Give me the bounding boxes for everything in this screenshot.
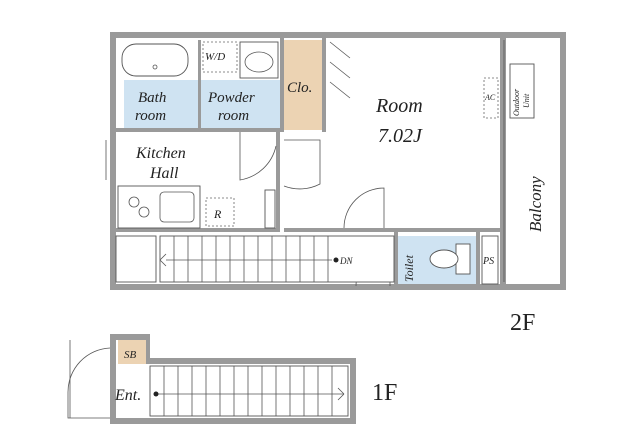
washer-dryer-space (202, 41, 238, 73)
outdoor-unit-label-1: Outdoor (512, 88, 521, 116)
right-wall (560, 32, 566, 290)
storage-box (115, 235, 157, 283)
bath-room-label-2: room (135, 108, 166, 124)
stair-wall (116, 228, 280, 232)
stairs-2f-treads (173, 236, 329, 282)
second-floor-label: 2F (510, 310, 535, 336)
toilet-left-wall (394, 232, 398, 286)
entrance-left-wall (110, 334, 116, 424)
stairs-1f (149, 365, 349, 417)
powder-room-label-1: Powder (207, 90, 255, 106)
hall-pillar (264, 189, 276, 229)
shoe-box-area (118, 340, 146, 364)
closet-right-wall (322, 38, 326, 132)
stairs-1f-arrow (337, 387, 345, 401)
kitchen-sink (159, 191, 195, 223)
wet-area-wall (116, 128, 280, 132)
bath-room-area (124, 80, 200, 128)
room-door (283, 139, 321, 190)
first-floor-label: 1F (372, 380, 397, 406)
outdoor-unit-label-2: Unit (522, 93, 531, 108)
bottom-1f-wall (110, 418, 356, 424)
ac-unit (483, 77, 499, 119)
toilet-label: Toilet (402, 254, 416, 282)
top-wall (110, 32, 566, 38)
entrance-door (67, 347, 111, 419)
left-wall (110, 32, 116, 290)
powder-room-label-2: room (218, 108, 249, 124)
down-label: DN (339, 256, 353, 266)
toilet-right-wall (476, 232, 480, 286)
shoe-box-label: SB (124, 349, 137, 361)
room-size-label: 7.02J (378, 125, 423, 147)
powder-room-area (200, 80, 280, 128)
first-floor: SB Ent. 1F (67, 334, 397, 424)
kitchen-label: Kitchen (135, 145, 186, 162)
bath-powder-wall (198, 40, 201, 128)
stairs-top-wall (146, 358, 356, 364)
room-bottom-wall (284, 228, 500, 232)
closet-area (284, 40, 322, 130)
stairs-1f-treads (163, 366, 333, 416)
wd-label: W/D (205, 51, 225, 63)
toilet-bowl (429, 249, 459, 269)
room-window-marks (329, 41, 351, 99)
bathtub (121, 43, 189, 77)
stove-burner-1 (128, 196, 140, 208)
closet-left-wall (280, 38, 284, 132)
washbasin-counter (239, 41, 279, 79)
stairs-2f-dot (333, 257, 339, 263)
ac-label: AC (484, 93, 496, 102)
hall-door (239, 132, 277, 181)
room-closet-door (343, 187, 385, 229)
stairs-end-wall (350, 358, 356, 424)
kitchen-counter (117, 185, 201, 229)
entrance-label: Ent. (114, 387, 141, 404)
hall-wall (276, 132, 280, 230)
outdoor-unit (509, 63, 535, 119)
washbasin (244, 51, 274, 73)
pipe-space-label: PS (482, 256, 494, 267)
stairs-2f-arrow (159, 253, 167, 267)
entrance-top-wall (110, 334, 150, 340)
balcony-label: Balcony (526, 176, 545, 232)
stairs-1f-dot (153, 391, 159, 397)
bathtub-drain (152, 64, 158, 70)
hall-label: Hall (149, 165, 179, 182)
stove-burner-2 (138, 206, 150, 218)
refrigerator-label: R (213, 207, 222, 221)
stairs-1f-outline (149, 365, 349, 417)
stairs-2f-outline (159, 235, 395, 283)
room-label: Room (375, 95, 423, 117)
closet-label: Clo. (287, 80, 312, 96)
bath-room-label-1: Bath (138, 90, 166, 106)
stairs-2f (159, 235, 395, 283)
bottom-wall (110, 284, 566, 290)
second-floor: Bath room W/D Powder room Clo. Room 7.02… (105, 32, 566, 336)
refrigerator-space (205, 197, 235, 227)
shoe-box-wall (146, 334, 150, 364)
balcony-wall (500, 32, 506, 290)
pipe-space (481, 235, 499, 285)
